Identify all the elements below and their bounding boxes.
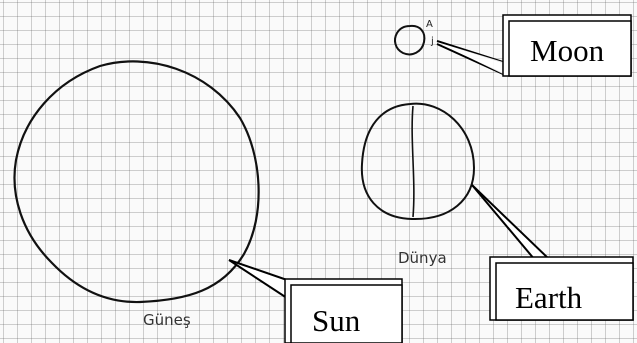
sun-callout: Sun	[228, 259, 403, 343]
moon-handwritten-label-j: j	[430, 36, 434, 47]
earth-callout: Earth	[471, 184, 634, 321]
earth-handwritten-label: Dünya	[398, 249, 447, 267]
earth-circle	[360, 102, 476, 221]
sun-callout-label: Sun	[312, 303, 361, 338]
sun-circle	[13, 60, 260, 304]
moon-callout: Moon	[436, 14, 632, 77]
earth-callout-label: Earth	[515, 280, 583, 315]
moon-handwritten-label-a: A	[426, 19, 433, 30]
earth-axis-line	[411, 105, 415, 218]
moon-circle	[394, 24, 426, 56]
sun-handwritten-label: Güneş	[143, 311, 191, 329]
moon-callout-label: Moon	[530, 33, 605, 68]
